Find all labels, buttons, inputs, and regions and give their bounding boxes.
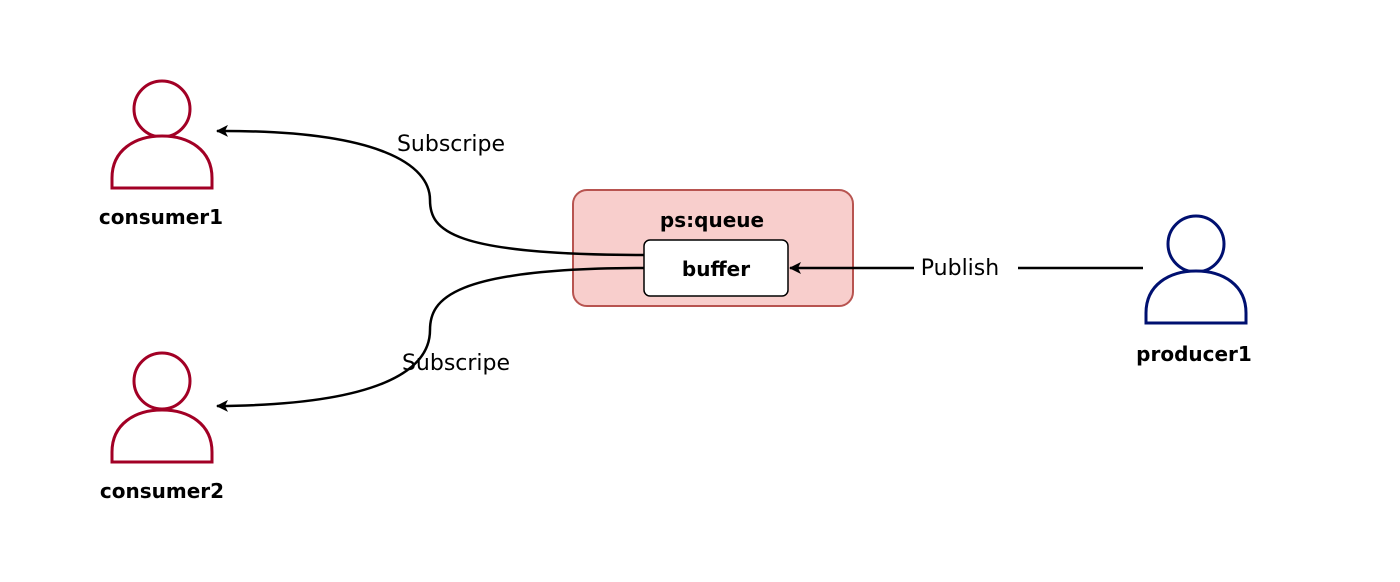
publish-label: Publish [921,256,999,281]
subscribe-top-edge[interactable] [216,124,645,257]
subscribe-top-label: Subscripe [397,132,505,157]
producer1-label: producer1 [1136,342,1252,366]
consumer2-user-icon [110,351,214,464]
producer1-user-icon [1144,214,1248,325]
queue-container[interactable]: ps:queue buffer [572,189,854,307]
consumer1-label: consumer1 [99,205,223,229]
consumer2-actor[interactable]: consumer2 [100,351,224,503]
subscribe-bottom-label: Subscripe [402,351,510,376]
consumer1-actor[interactable]: consumer1 [99,79,223,229]
queue-title: ps:queue [660,208,764,232]
consumer1-user-icon [110,79,214,190]
subscribe-bottom-edge[interactable] [216,266,645,412]
consumer2-label: consumer2 [100,479,224,503]
producer1-actor[interactable]: producer1 [1136,214,1252,366]
buffer-label: buffer [682,257,750,281]
